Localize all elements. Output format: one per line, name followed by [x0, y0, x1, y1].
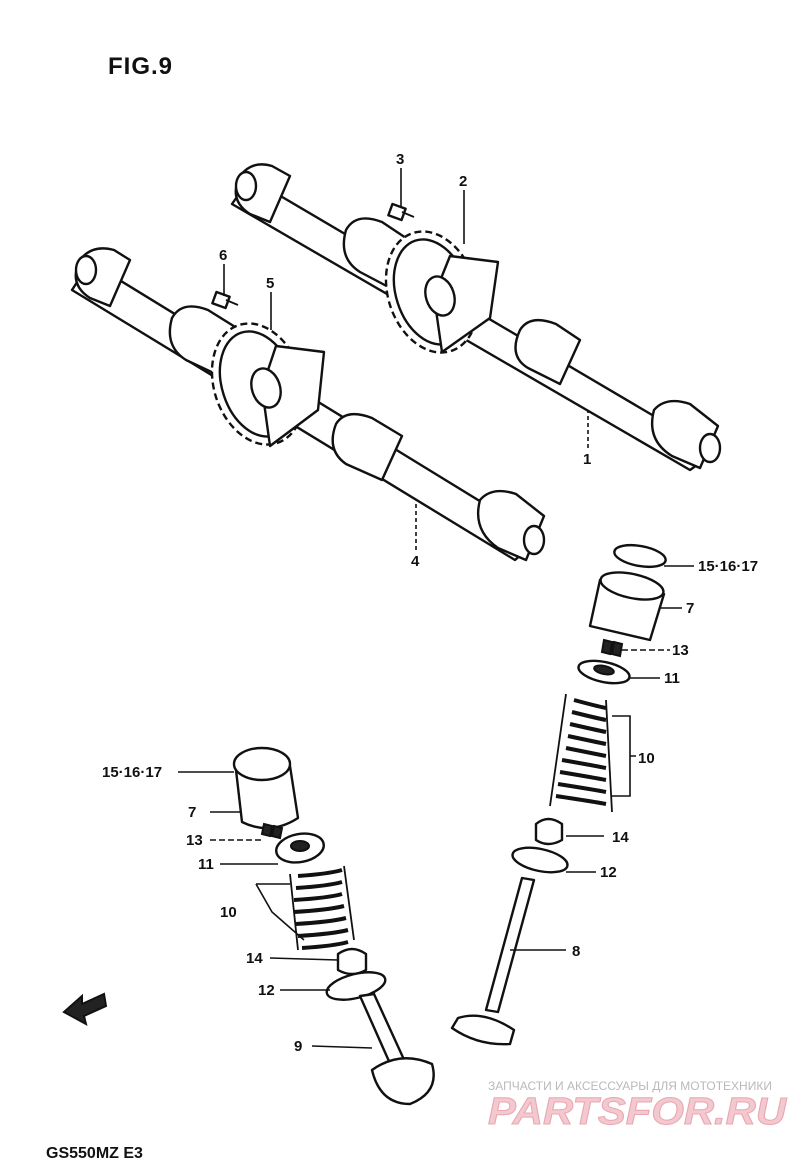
valve-9	[358, 992, 435, 1106]
callout-right-14: 14	[612, 829, 629, 846]
callout-left-13: 13	[186, 832, 203, 849]
callout-left-12: 12	[258, 982, 275, 999]
callout-5: 5	[266, 275, 274, 292]
figure-title: FIG.9	[108, 53, 173, 80]
left-valve-springs	[289, 865, 355, 951]
callout-3: 3	[396, 151, 404, 168]
callout-left-7: 7	[188, 804, 196, 821]
callout-right-13: 13	[672, 642, 689, 659]
callout-right-12: 12	[600, 864, 617, 881]
callout-right-10: 10	[638, 750, 655, 767]
camshaft-1	[230, 163, 722, 472]
callout-left-15-16-17: 15·16·17	[102, 764, 162, 781]
callout-right-11: 11	[664, 670, 680, 687]
callout-right-15-16-17: 15·16·17	[698, 558, 758, 575]
bolt-6	[211, 290, 239, 310]
front-arrow-icon	[62, 992, 108, 1026]
callout-4: 4	[411, 553, 420, 570]
callout-left-11: 11	[198, 856, 214, 873]
bolt-3	[387, 202, 415, 222]
left-valve-assembly	[232, 746, 435, 1106]
watermark-tagline: ЗАПЧАСТИ И АКСЕССУАРЫ ДЛЯ МОТОТЕХНИКИ	[488, 1079, 772, 1093]
sprocket-5	[210, 322, 326, 448]
callout-left-10: 10	[220, 904, 237, 921]
callout-left-14: 14	[246, 950, 263, 967]
valve-8	[450, 876, 536, 1046]
right-valve-assembly	[450, 543, 667, 1046]
right-tappet	[588, 571, 666, 642]
camshaft-4	[70, 247, 546, 562]
watermark-logo: PARTSFOR.RU	[488, 1091, 788, 1133]
sprocket-2	[384, 230, 500, 354]
callout-6: 6	[219, 247, 227, 264]
left-tappet	[232, 746, 300, 830]
callout-2: 2	[459, 173, 467, 190]
right-valve-springs	[549, 693, 613, 813]
right-shim	[613, 543, 667, 569]
model-code: GS550MZ E3	[46, 1145, 143, 1162]
callout-1: 1	[583, 451, 591, 468]
callout-right-8: 8	[572, 943, 580, 960]
callout-right-7: 7	[686, 600, 694, 617]
callout-left-9: 9	[294, 1038, 302, 1055]
